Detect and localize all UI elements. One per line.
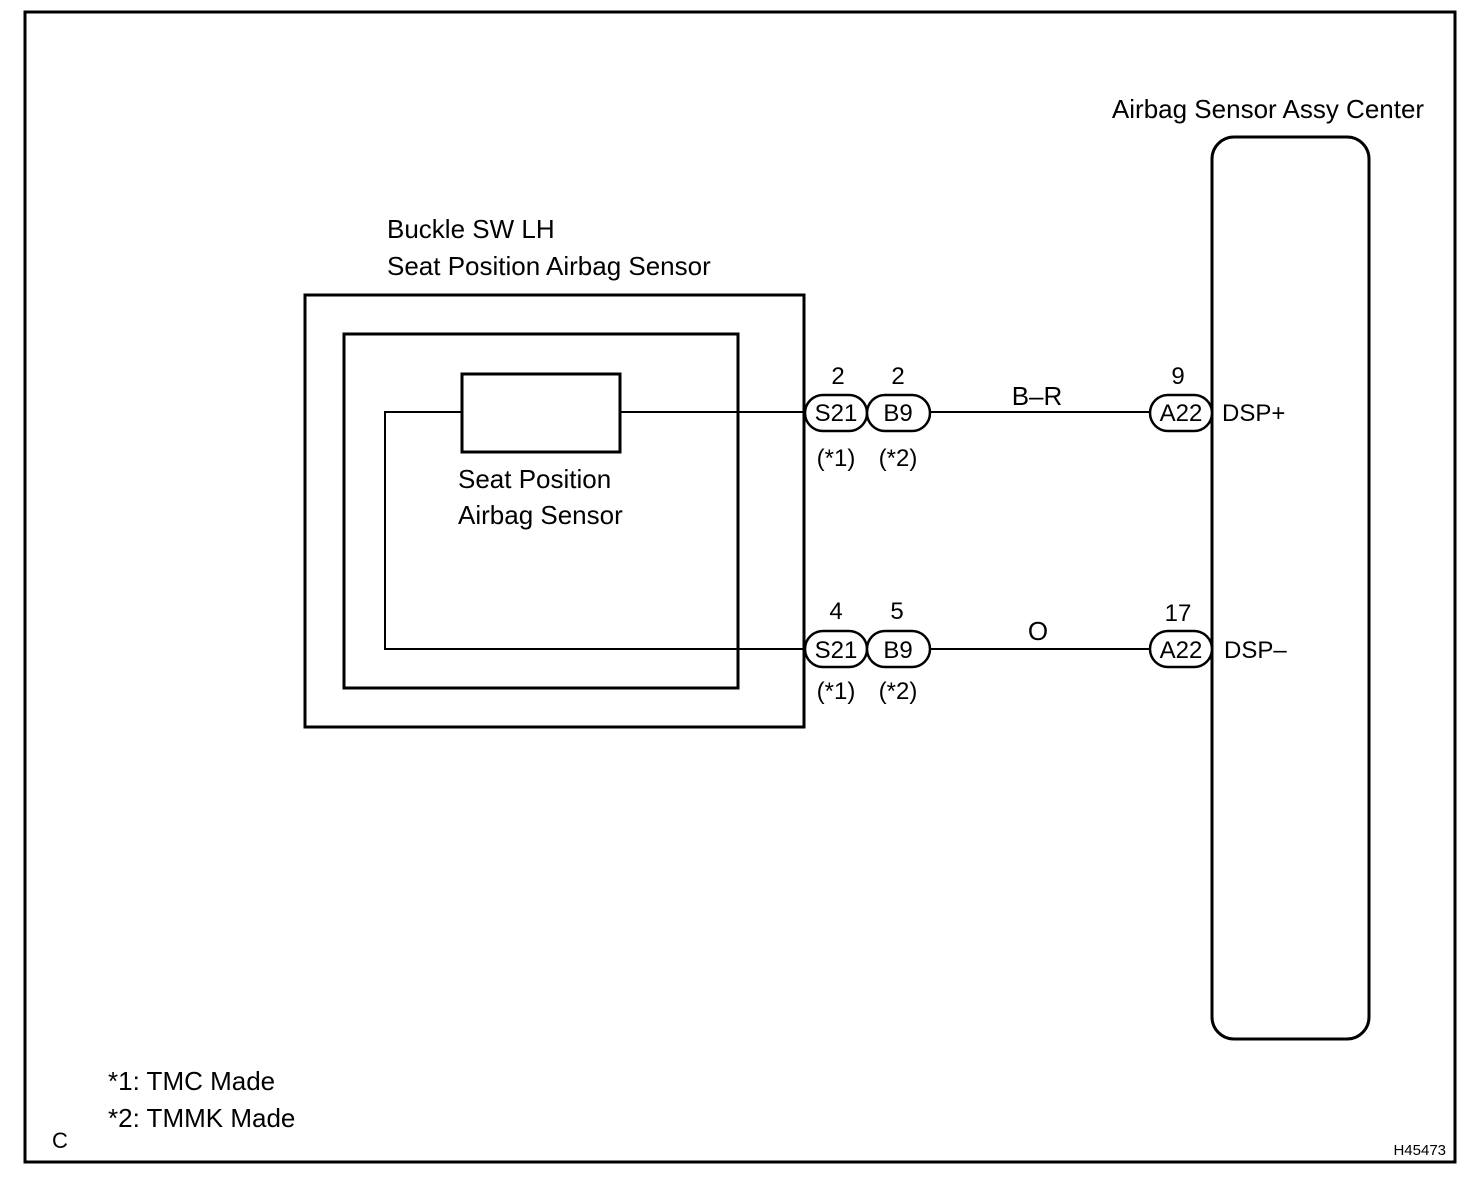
internal-wire-return [384, 411, 805, 650]
connector-b9-lower: B9 [865, 629, 932, 669]
pin-number: 4 [829, 598, 842, 625]
connector-id: B9 [883, 400, 912, 427]
connector-id: B9 [883, 637, 912, 664]
buckle-sw-title: Buckle SW LH [387, 214, 555, 244]
figure-id: H45473 [1393, 1142, 1446, 1159]
buckle-sw-inner-box [342, 332, 740, 690]
buckle-sw-subtitle: Seat Position Airbag Sensor [387, 251, 711, 281]
footnote-2: *2: TMMK Made [108, 1103, 295, 1133]
connector-id: S21 [815, 400, 858, 427]
connector-note: (*2) [879, 445, 918, 472]
connector-a22-upper: A22 [1148, 393, 1214, 433]
airbag-sensor-assy-block [1210, 135, 1371, 1041]
connector-note: (*2) [879, 678, 918, 705]
diagram-frame [23, 10, 1457, 1164]
connector-note: (*1) [817, 445, 856, 472]
sensor-label-line2: Airbag Sensor [458, 500, 623, 530]
connector-id: A22 [1160, 637, 1203, 664]
buckle-sw-outer-box [303, 293, 806, 729]
footnote-1: *1: TMC Made [108, 1066, 275, 1096]
connector-a22-lower: A22 [1148, 629, 1214, 669]
corner-mark: C [52, 1128, 68, 1153]
connector-note: (*1) [817, 678, 856, 705]
pin-number: 2 [891, 363, 904, 390]
seat-position-sensor-element [460, 372, 622, 454]
wire-color-o: O [1028, 616, 1048, 646]
pin-number: 17 [1165, 600, 1192, 627]
terminal-dsp-minus: DSP– [1224, 637, 1287, 664]
wire-color-br: B–R [1012, 381, 1063, 411]
pin-number: 5 [890, 598, 903, 625]
connector-s21-upper: S21 [803, 393, 869, 433]
pin-number: 9 [1171, 363, 1184, 390]
connector-b9-upper: B9 [865, 393, 932, 433]
pin-number: 2 [831, 363, 844, 390]
connector-id: S21 [815, 637, 858, 664]
sensor-label-line1: Seat Position [458, 464, 611, 494]
airbag-sensor-assy-title: Airbag Sensor Assy Center [1112, 94, 1424, 124]
connector-s21-lower: S21 [803, 629, 869, 669]
terminal-dsp-plus: DSP+ [1222, 400, 1285, 427]
connector-id: A22 [1160, 400, 1203, 427]
